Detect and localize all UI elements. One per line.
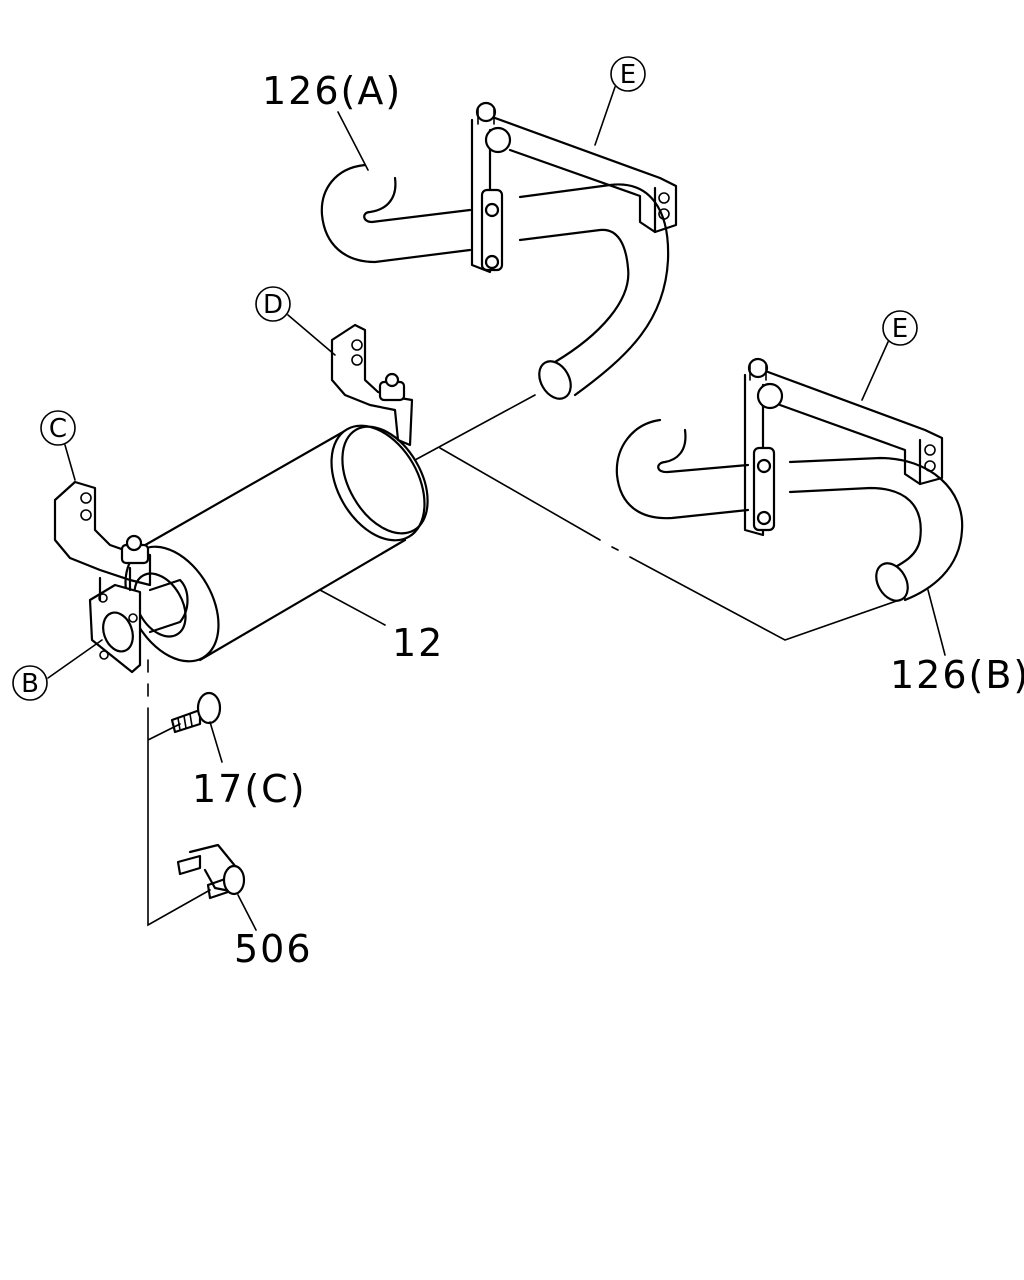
- leader-bolt: [209, 721, 223, 763]
- label-bolt: 17(C): [192, 767, 307, 811]
- leader-c: [64, 444, 76, 481]
- callout-c-text: C: [49, 414, 67, 444]
- bracket-e-upper: [470, 101, 678, 274]
- connection-line-a: [414, 394, 536, 461]
- leader-pipe-b: [927, 589, 946, 656]
- bracket-c: [53, 480, 152, 674]
- callout-c: C: [40, 410, 76, 446]
- callout-b-text: B: [21, 669, 39, 699]
- callout-e-lower: E: [882, 310, 918, 346]
- exhaust-pipe-b: [615, 418, 964, 602]
- leader-muffler: [319, 589, 386, 626]
- leader-b: [47, 639, 103, 679]
- leader-pipe-a: [337, 111, 369, 171]
- bolt: [170, 691, 222, 734]
- leader-d: [287, 314, 336, 356]
- callout-b: B: [12, 665, 48, 701]
- callout-e-lower-text: E: [892, 314, 908, 344]
- exhaust-pipe-a: [320, 163, 670, 400]
- bracket-d: [330, 323, 414, 447]
- callout-d-text: D: [263, 290, 283, 320]
- fastener-leader-line: [147, 659, 211, 927]
- label-pipe-a: 126(A): [262, 69, 402, 113]
- callout-d: D: [255, 286, 291, 322]
- bracket-e-lower: [743, 357, 944, 537]
- callout-e-upper-text: E: [620, 60, 636, 90]
- leader-e-lower: [861, 341, 889, 401]
- callout-e-upper: E: [610, 56, 646, 92]
- connection-line-b: [439, 447, 906, 641]
- label-muffler: 12: [392, 621, 444, 665]
- leader-clamp: [237, 894, 257, 931]
- leader-e-upper: [594, 86, 616, 146]
- label-clamp: 506: [234, 927, 313, 971]
- clamp: [176, 843, 246, 900]
- label-pipe-b: 126(B): [890, 653, 1024, 697]
- muffler: [124, 424, 429, 663]
